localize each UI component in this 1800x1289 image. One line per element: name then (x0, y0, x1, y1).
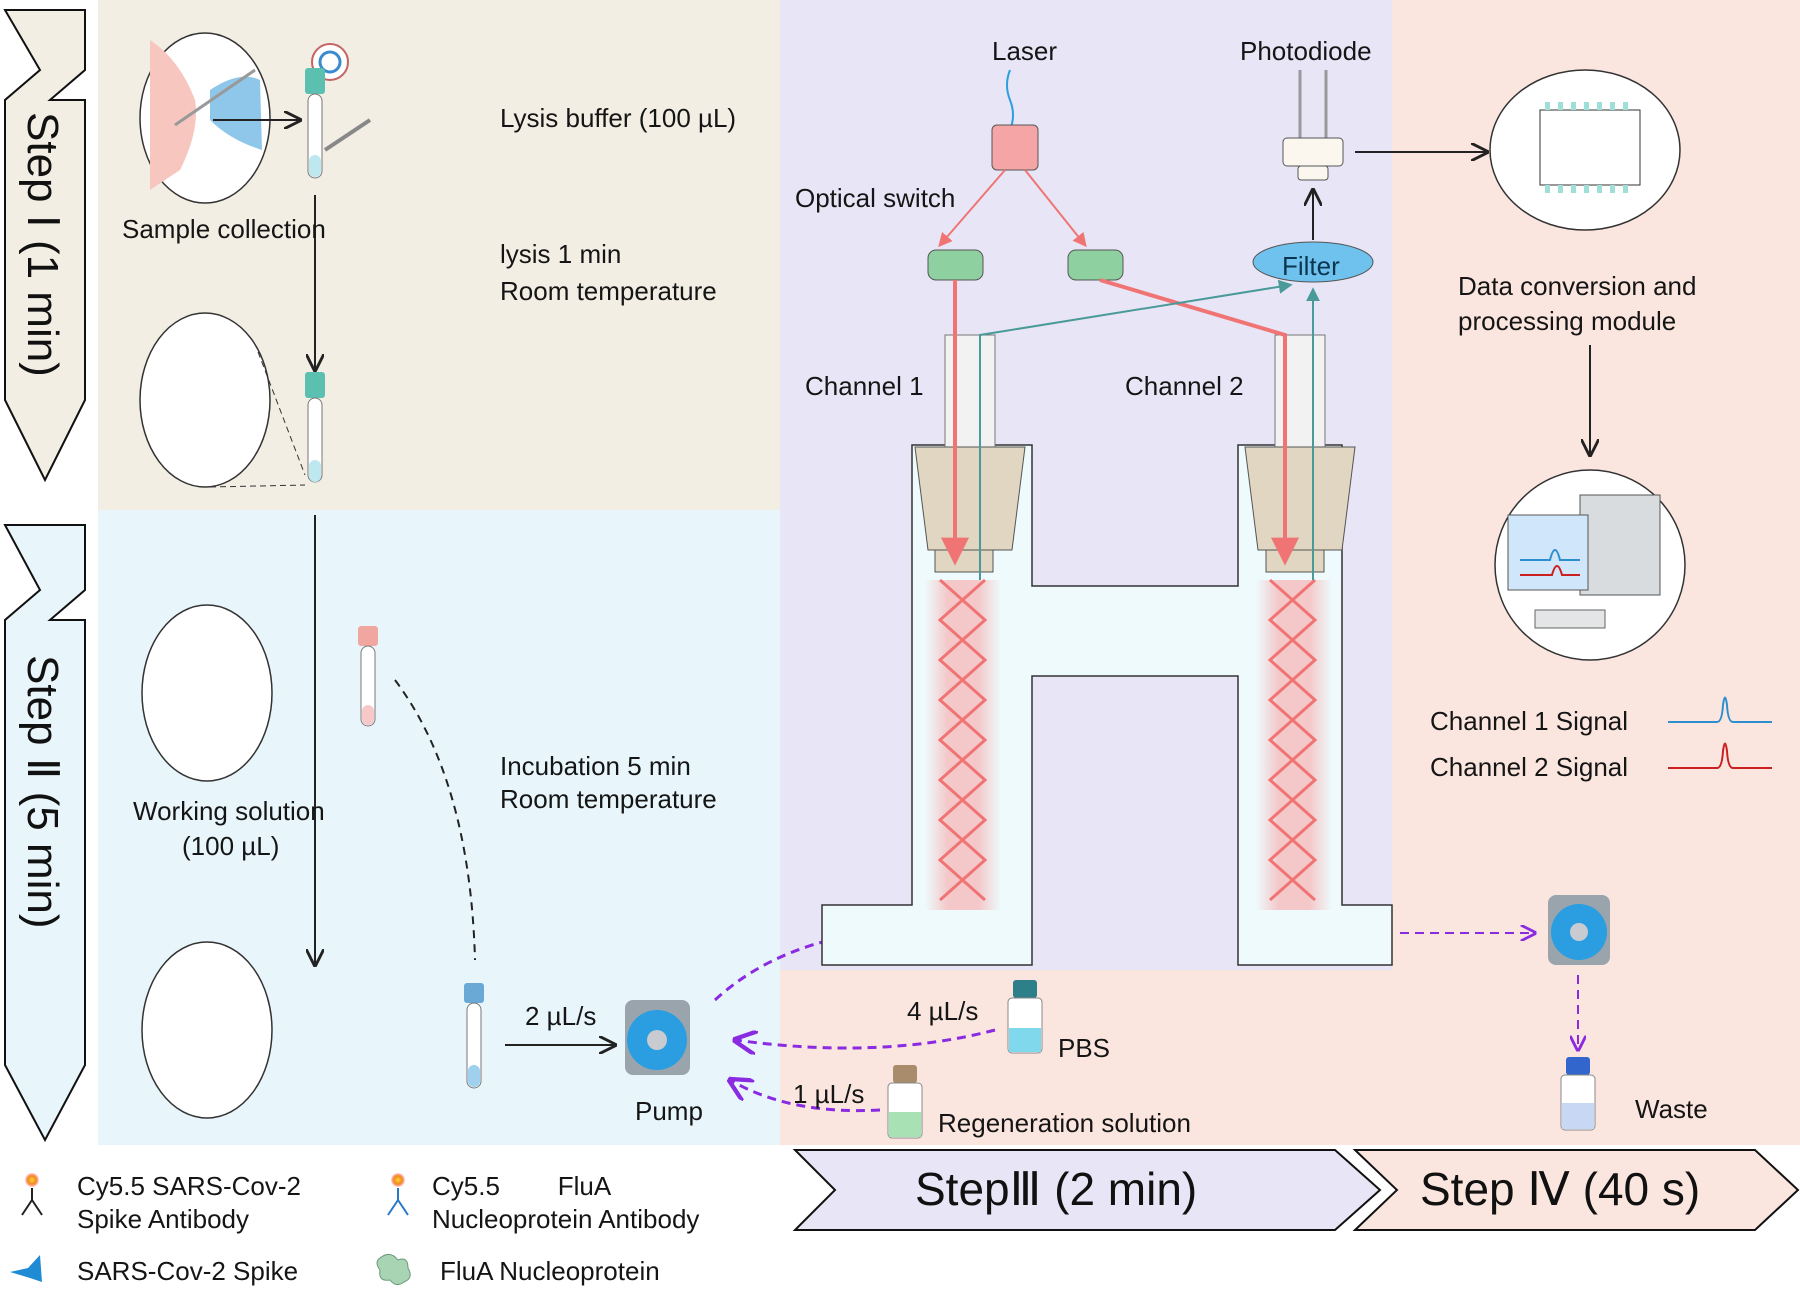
incubation-temp-label: Room temperature (500, 784, 717, 814)
channel2-signal-trace (1668, 742, 1772, 769)
filter-icon (1252, 241, 1374, 283)
legend-item4: FluA Nucleoprotein (440, 1256, 660, 1286)
channel2-evanescent-field (1256, 580, 1332, 910)
sample-collection-illustration (139, 32, 271, 204)
lysis-temp-label: Room temperature (500, 276, 717, 306)
legend-item1-line2: Spike Antibody (77, 1204, 250, 1234)
step1-label: Step Ⅰ (1 min) (18, 112, 67, 377)
pump-label: Pump (635, 1096, 703, 1126)
working-solution-label: Working solution (133, 796, 325, 826)
mixture-circle (141, 941, 273, 1119)
working-solution-tube-icon (358, 626, 378, 727)
laser-label: Laser (992, 36, 1058, 66)
laser-beam-1 (938, 169, 1006, 248)
module-label-line1: Data conversion and (1458, 271, 1697, 301)
laser-icon (991, 69, 1039, 171)
channel1-lattice (937, 578, 988, 902)
regeneration-bottle-icon (887, 1065, 923, 1139)
flow-arrow-pbs (735, 1028, 996, 1048)
incubation-time-label: Incubation 5 min (500, 751, 691, 781)
swab-icon (323, 118, 372, 152)
optical-switch-2-icon (1067, 249, 1124, 281)
mixture-tube-icon (464, 983, 484, 1089)
channel2-fiber (1274, 334, 1326, 466)
channel1-emission-beam (979, 279, 1293, 580)
step3-label: StepⅢ (2 min) (915, 1163, 1198, 1215)
legend-flua-antibody-icon (387, 1173, 409, 1216)
legend-item1-line1: Cy5.5 SARS-Cov-2 (77, 1171, 301, 1201)
lysis-tube-icon (305, 68, 325, 179)
pump-icon (625, 1000, 690, 1075)
legend-flua-nucleoprotein-icon (376, 1254, 411, 1286)
channel2-lens (1244, 446, 1356, 551)
working-volume-label: (100 µL) (182, 831, 280, 861)
computer-icon (1494, 469, 1686, 661)
channel1-fiber (944, 334, 996, 466)
filter-label: Filter (1282, 251, 1340, 281)
optical-switch-label: Optical switch (795, 183, 956, 213)
legend-item2-line2: Nucleoprotein Antibody (432, 1204, 700, 1234)
processing-chip-icon (1489, 69, 1681, 231)
lysis-buffer-label: Lysis buffer (100 µL) (500, 103, 737, 133)
photodiode-label: Photodiode (1240, 36, 1372, 66)
step2-label: Step Ⅱ (5 min) (18, 655, 67, 929)
channel2-signal-label: Channel 2 Signal (1430, 752, 1629, 782)
regen-label: Regeneration solution (938, 1108, 1191, 1138)
channel2-excitation-beam (1099, 278, 1299, 566)
step3-chevron (792, 1149, 1382, 1231)
legend-item3: SARS-Cov-2 Spike (77, 1256, 299, 1286)
module-label-line2: processing module (1458, 306, 1677, 336)
flow-rate-label: 2 µL/s (525, 1001, 597, 1031)
pbs-bottle-icon (1007, 980, 1043, 1054)
regen-rate-label: 1 µL/s (793, 1079, 865, 1109)
sample-collection-label: Sample collection (122, 214, 326, 244)
channel1-signal-trace (1668, 696, 1772, 723)
channel1-evanescent-field (925, 580, 1001, 910)
working-solution-circle (141, 604, 273, 782)
lysis-time-label: lysis 1 min (500, 239, 622, 269)
step4-chevron (1352, 1149, 1800, 1231)
channel2-label: Channel 2 (1125, 371, 1244, 401)
channel2-lattice (1267, 578, 1318, 902)
legend-spike-protein-icon (10, 1255, 42, 1282)
optical-switch-1-icon (927, 249, 984, 281)
pbs-label: PBS (1058, 1033, 1111, 1063)
channel1-signal-label: Channel 1 Signal (1430, 706, 1629, 736)
step1-chevron (3, 9, 86, 483)
waste-label: Waste (1635, 1094, 1708, 1124)
channel1-label: Channel 1 (805, 371, 924, 401)
step4-label: Step Ⅳ (40 s) (1420, 1163, 1701, 1215)
lysed-tube-icon (305, 372, 325, 483)
dashed-mix-arrow (394, 679, 476, 961)
legend-spike-antibody-icon (21, 1173, 43, 1216)
waste-bottle-icon (1560, 1057, 1596, 1131)
channel1-lens (914, 446, 1026, 551)
photodiode-icon (1282, 70, 1344, 181)
step2-chevron (3, 524, 86, 1143)
pbs-rate-label: 4 µL/s (907, 996, 979, 1026)
flow-arrow-regen (730, 1080, 881, 1113)
legend-item2-line1: Cy5.5 FluA (432, 1171, 612, 1201)
lysate-zoom-circle (139, 312, 306, 488)
step4-panel-lower (780, 970, 1392, 1145)
laser-beam-2 (1024, 169, 1087, 248)
waste-pump-icon (1548, 895, 1610, 965)
